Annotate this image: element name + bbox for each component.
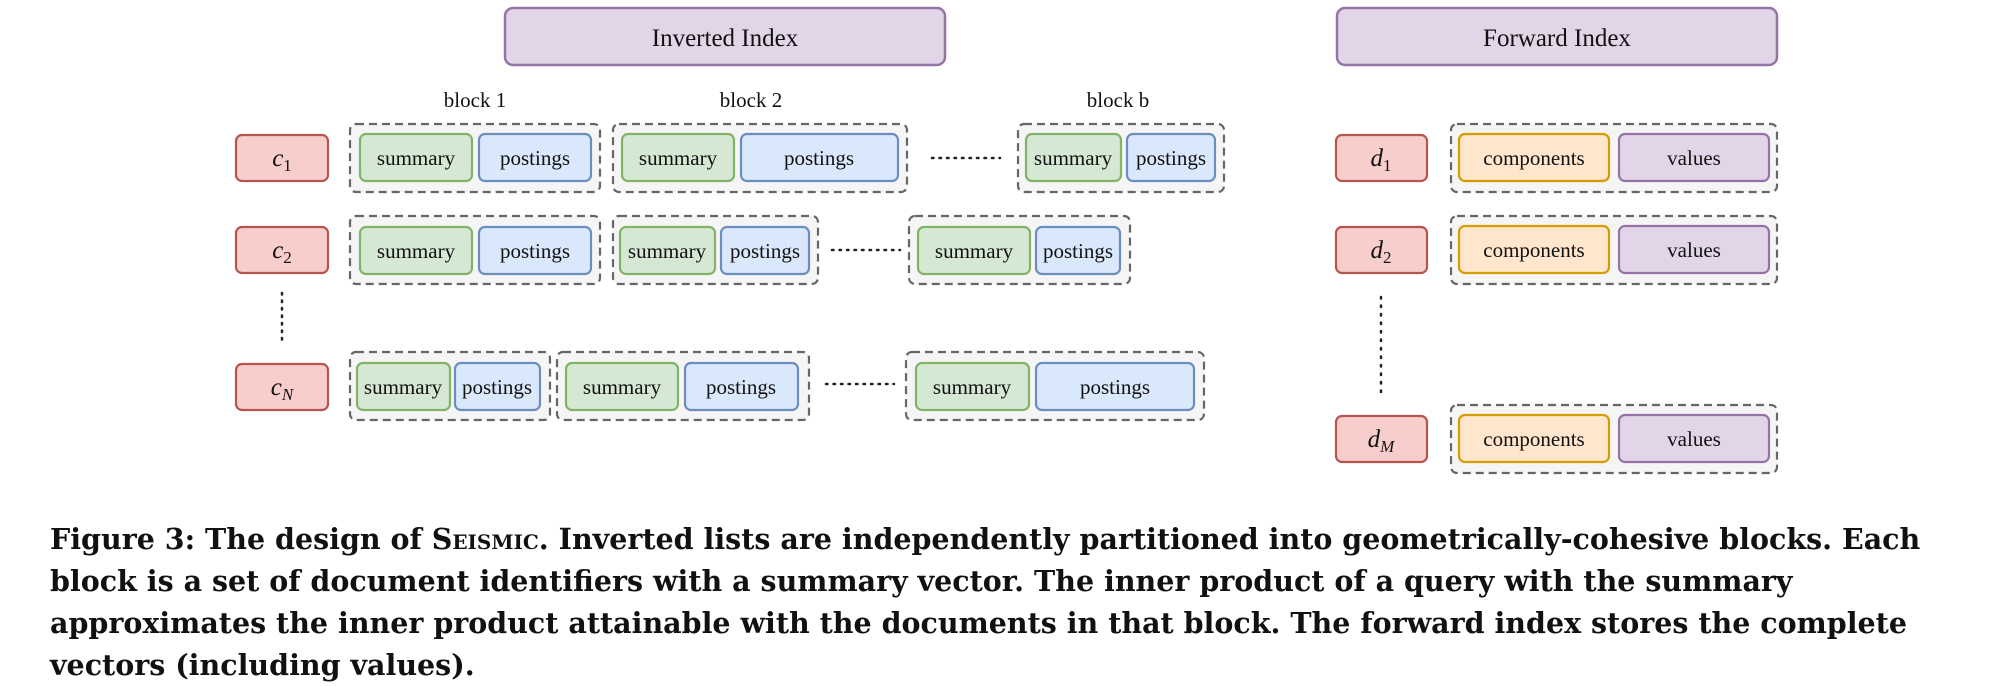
summary-label: summary	[935, 239, 1014, 263]
block-row1-2: summary postings	[611, 122, 909, 194]
svg-text:d2: d2	[1371, 237, 1392, 267]
forward-index-title: Forward Index	[1335, 6, 1779, 67]
block-rowN-b: summary postings	[904, 350, 1206, 422]
doc-label-dM: dM	[1334, 414, 1429, 464]
svg-text:d1: d1	[1371, 145, 1392, 175]
summary-label: summary	[377, 239, 456, 263]
postings-label: postings	[1080, 375, 1150, 399]
summary-label: summary	[1034, 146, 1113, 170]
doc-subscript: 1	[1383, 156, 1392, 175]
values-box	[1617, 413, 1771, 464]
components-label: components	[1483, 427, 1584, 451]
postings-box	[1034, 361, 1196, 412]
summary-label: summary	[933, 375, 1012, 399]
postings-label: postings	[500, 146, 570, 170]
doc-vector-d1: components values	[1449, 122, 1779, 194]
postings-label: postings	[500, 239, 570, 263]
doc-vector-dM: components values	[1449, 403, 1779, 475]
summary-label: summary	[377, 146, 456, 170]
block-header-1: block 1	[444, 88, 506, 112]
summary-box	[916, 225, 1032, 276]
components-box	[1457, 132, 1611, 183]
block-row1-b: summary postings	[1016, 122, 1226, 194]
doc-letter: d	[1371, 145, 1384, 172]
block-row1-1: summary postings	[348, 122, 602, 194]
values-label: values	[1667, 427, 1721, 451]
summary-label: summary	[583, 375, 662, 399]
svg-text:c1: c1	[272, 145, 292, 175]
postings-box	[683, 361, 800, 412]
postings-box	[719, 225, 811, 276]
doc-vector-d2: components values	[1449, 214, 1779, 286]
components-box	[1457, 224, 1611, 275]
summary-label: summary	[639, 146, 718, 170]
postings-label: postings	[706, 375, 776, 399]
svg-text:cN: cN	[271, 374, 295, 404]
postings-label: postings	[730, 239, 800, 263]
svg-text:c2: c2	[272, 237, 292, 267]
summary-box	[620, 132, 736, 183]
summary-box	[914, 361, 1031, 412]
summary-box	[618, 225, 717, 276]
doc-label-d1: d1	[1334, 133, 1429, 183]
inverted-index-title: Inverted Index	[503, 6, 947, 67]
values-label: values	[1667, 238, 1721, 262]
values-label: values	[1667, 146, 1721, 170]
figure-caption: Figure 3: The design of Seismic. Inverte…	[50, 518, 1970, 686]
postings-box	[739, 132, 900, 183]
term-subscript: 2	[283, 248, 292, 267]
values-box	[1617, 224, 1771, 275]
summary-box	[564, 361, 680, 412]
block-row2-2: summary postings	[611, 214, 820, 286]
block-row2-b: summary postings	[907, 214, 1132, 286]
postings-box	[1034, 225, 1122, 276]
postings-label: postings	[462, 375, 532, 399]
summary-box	[358, 132, 474, 183]
summary-box	[355, 361, 452, 412]
caption-system-name: Seismic	[431, 522, 539, 556]
term-subscript: 1	[283, 156, 292, 175]
postings-box	[477, 225, 593, 276]
term-letter: c	[272, 237, 283, 264]
doc-letter: d	[1368, 426, 1381, 453]
postings-box	[477, 132, 593, 183]
summary-box	[1024, 132, 1123, 183]
doc-label-d2: d2	[1334, 225, 1429, 275]
doc-subscript: 2	[1383, 248, 1392, 267]
block-row2-1: summary postings	[348, 214, 602, 286]
block-header-2: block 2	[720, 88, 782, 112]
postings-label: postings	[1136, 146, 1206, 170]
postings-box	[453, 361, 542, 412]
block-rowN-1: summary postings	[348, 350, 552, 422]
doc-letter: d	[1371, 237, 1384, 264]
summary-label: summary	[628, 239, 707, 263]
values-box	[1617, 132, 1771, 183]
term-label-cN: cN	[234, 362, 330, 412]
summary-box	[358, 225, 474, 276]
term-label-c1: c1	[234, 133, 330, 183]
components-label: components	[1483, 146, 1584, 170]
summary-label: summary	[364, 375, 443, 399]
term-label-c2: c2	[234, 225, 330, 275]
components-box	[1457, 413, 1611, 464]
seismic-diagram: Inverted Index Forward Index block 1 blo…	[234, 6, 1779, 475]
forward-index-title-text: Forward Index	[1483, 25, 1631, 52]
term-letter: c	[271, 374, 282, 401]
term-letter: c	[272, 145, 283, 172]
components-label: components	[1483, 238, 1584, 262]
block-header-b: block b	[1087, 88, 1149, 112]
postings-box	[1125, 132, 1217, 183]
postings-label: postings	[784, 146, 854, 170]
term-subscript: N	[281, 385, 295, 404]
doc-subscript: M	[1379, 437, 1395, 456]
svg-text:dM: dM	[1368, 426, 1396, 456]
inverted-index-title-text: Inverted Index	[652, 25, 799, 52]
block-rowN-2: summary postings	[555, 350, 811, 422]
caption-prefix: Figure 3: The design of	[50, 522, 432, 556]
postings-label: postings	[1043, 239, 1113, 263]
